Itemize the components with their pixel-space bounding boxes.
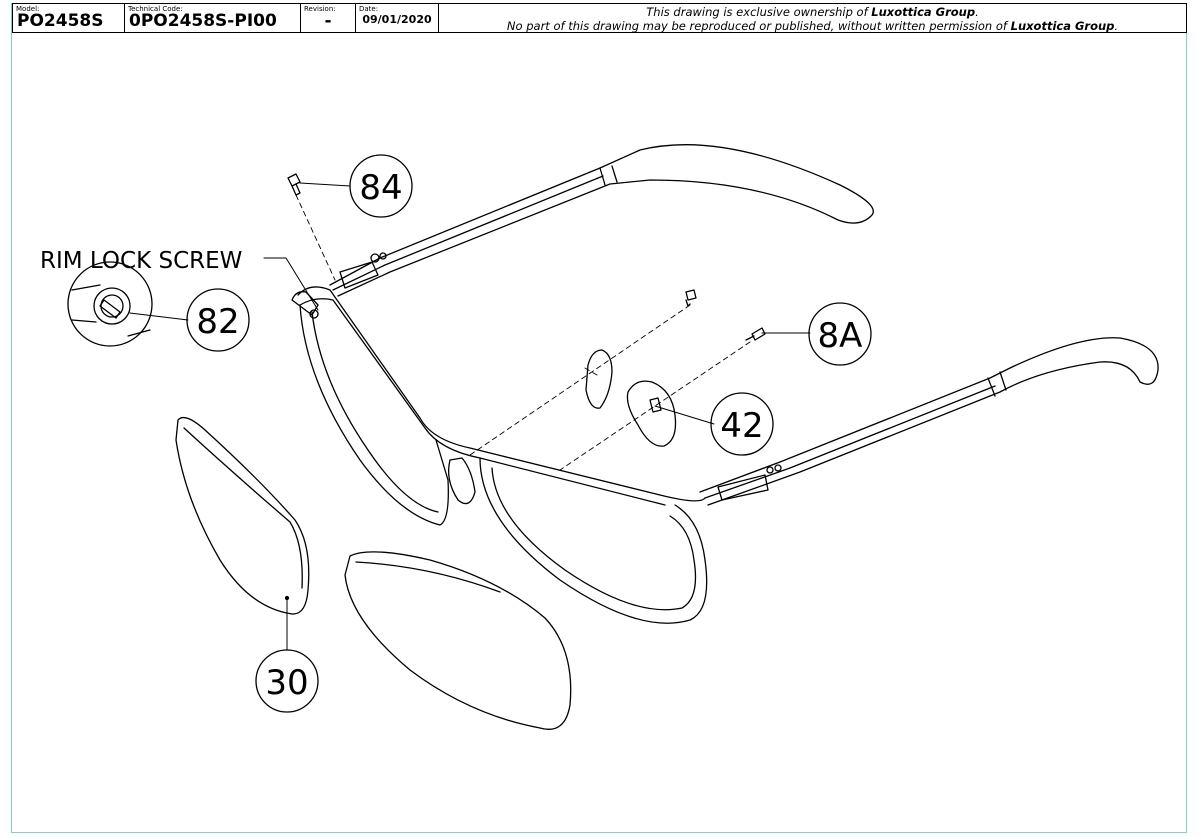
- ownership-notice: This drawing is exclusive ownership of L…: [439, 4, 1186, 33]
- callout-30-circle: [255, 649, 319, 713]
- callout-82-circle: [186, 288, 250, 352]
- date-value: 09/01/2020: [362, 13, 432, 26]
- callout-30-label: 30: [265, 663, 308, 703]
- rim-lock-detail: [67, 261, 153, 347]
- technical-code-cell: Technical Code: 0PO2458S-PI00: [125, 4, 301, 32]
- model-value: PO2458S: [17, 11, 104, 31]
- front-frame: [291, 286, 708, 624]
- screw-84: [287, 173, 301, 196]
- rim-lock-screw-label: RIM LOCK SCREW: [40, 248, 242, 274]
- screw-8a: [745, 327, 766, 341]
- technical-code-label: Technical Code:: [128, 5, 183, 13]
- callout-42-circle: [710, 392, 774, 456]
- small-screw: [685, 289, 697, 307]
- revision-label: Revision:: [304, 5, 336, 13]
- near-temple: [699, 337, 1159, 506]
- assembly-lines: [295, 194, 751, 471]
- technical-code-value: 0PO2458S-PI00: [129, 11, 277, 31]
- callout-42-label: 42: [720, 406, 763, 446]
- lens-30: [175, 416, 310, 615]
- far-temple: [329, 144, 874, 297]
- callout-8a-circle: [808, 302, 872, 366]
- notice-line-2: No part of this drawing may be reproduce…: [506, 19, 1119, 33]
- nose-pad-42: [626, 380, 677, 447]
- model-label: Model:: [16, 5, 40, 13]
- callout-84-circle: [349, 154, 413, 218]
- leader-lines: [129, 182, 811, 651]
- date-label: Date:: [359, 5, 379, 13]
- notice-line-1: This drawing is exclusive ownership of L…: [646, 5, 979, 19]
- model-cell: Model: PO2458S: [13, 4, 125, 32]
- lens-second: [344, 551, 572, 730]
- callout-8a-label: 8A: [818, 316, 863, 356]
- title-block: Model: PO2458S Technical Code: 0PO2458S-…: [12, 3, 1187, 33]
- revision-value: -: [324, 11, 332, 31]
- nose-pad-second: [585, 349, 613, 409]
- callout-82-label: 82: [196, 302, 239, 342]
- date-cell: Date: 09/01/2020: [356, 4, 439, 32]
- callout-84-label: 84: [359, 168, 402, 208]
- revision-cell: Revision: -: [301, 4, 356, 32]
